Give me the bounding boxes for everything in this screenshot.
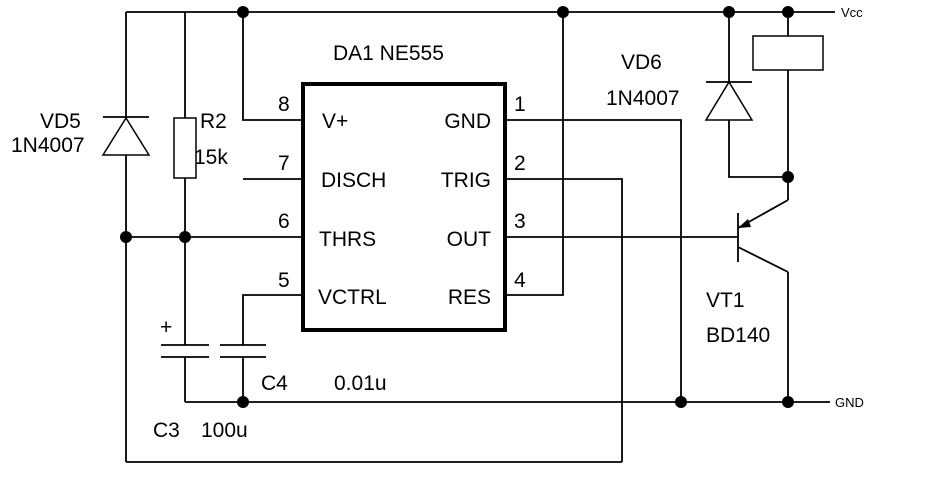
junction-dot [120,231,132,243]
junction-dot [782,171,794,183]
c4-name: C4 [261,372,288,395]
c4-capacitor-symbol [220,344,266,358]
junction-dot [782,396,794,408]
c3-name: C3 [153,419,180,442]
relay-coil-symbol [752,35,824,71]
vd6-bottom-wire [728,120,788,178]
pin4-number: 4 [514,269,526,292]
junction-dot [237,6,249,18]
pin2-name: TRIG [441,169,491,192]
pin5-wire [242,294,303,345]
pin1-number: 1 [514,93,526,116]
vd6-name: VD6 [621,51,662,74]
pin3-number: 3 [514,210,526,233]
vt1-name: VT1 [706,289,745,312]
pin4-name: RES [448,286,491,309]
c3-polarity: + [160,316,172,339]
vt1-emitter-lead [737,246,789,273]
r2-name: R2 [200,110,227,133]
pin5-number: 5 [278,269,290,292]
pin2-wire [505,178,623,462]
junction-dot [179,231,191,243]
pin4-wire [505,12,564,296]
pin8-wire [242,12,303,121]
vd5-anode-triangle [101,116,151,156]
pin7-name: DISCH [321,169,386,192]
vd5-type: 1N4007 [11,134,85,157]
r2-resistor-symbol [173,117,197,179]
vd6-type: 1N4007 [606,87,680,110]
pin6-name: THRS [319,228,376,251]
c3-value: 100u [201,419,248,442]
ne555-chip-body [301,82,507,332]
vd5-name: VD5 [40,110,81,133]
vcc-label: Vcc [841,5,863,20]
junctions [120,6,794,408]
vd5-diode-symbol [101,116,151,156]
c3-capacitor-symbol [161,344,209,358]
junction-dot [675,396,687,408]
pin8-number: 8 [278,93,290,116]
pin1-wire [505,119,682,402]
vd6-anode-triangle [704,80,754,121]
chip-label: DA1 NE555 [333,42,444,65]
wires [125,11,835,463]
pin3-name: OUT [447,228,492,251]
vt1-type: BD140 [706,324,770,347]
vd6-diode-symbol [704,80,754,121]
r2-value: 15k [194,146,228,169]
vt1-arrow [738,219,751,228]
junction-dot [237,396,249,408]
junction-dot [557,6,569,18]
junction-dot [723,6,735,18]
c4-value: 0.01u [334,372,387,395]
pin1-name: GND [444,110,491,133]
pin6-number: 6 [278,210,290,233]
gnd-label: GND [835,395,864,410]
pin7-number: 7 [278,152,290,175]
junction-dot [782,6,794,18]
pin5-name: VCTRL [318,286,387,309]
pin2-number: 2 [514,152,526,175]
pin8-name: V+ [322,110,348,133]
vt1-transistor-symbol [737,199,789,273]
